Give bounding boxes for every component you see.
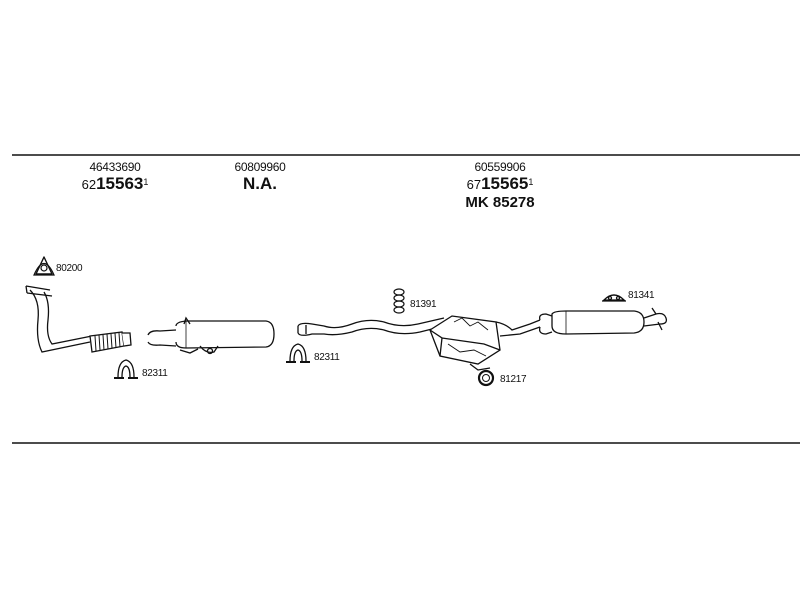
part-number: 62155631 [60, 174, 170, 194]
label-82311-middle: 82311 [314, 352, 340, 363]
label-81341: 81341 [628, 290, 655, 301]
clamp-82311-middle-icon [286, 343, 310, 363]
part-value: N.A. [243, 174, 277, 193]
part-prefix: 67 [466, 177, 482, 192]
mk-number: MK 85278 [465, 194, 535, 211]
part-sup: 1 [143, 177, 149, 187]
part-sup: 1 [528, 177, 534, 187]
part-prefix: 62 [81, 177, 97, 192]
oe-number: 60809960 [234, 160, 286, 174]
ring-81217-icon [477, 369, 495, 387]
label-81217: 81217 [500, 374, 527, 385]
gasket-80200-icon [33, 256, 55, 276]
hanger-81341-icon [602, 294, 626, 302]
front-muffler-icon [147, 316, 275, 355]
intermediate-pipe-icon [297, 317, 445, 336]
part-main: 15565 [481, 174, 529, 193]
column-2: 60809960 N.A. [205, 160, 315, 193]
label-80200: 80200 [56, 263, 83, 274]
label-81391: 81391 [410, 299, 437, 310]
center-silencer-icon [429, 315, 541, 371]
rear-muffler-icon [538, 307, 668, 335]
front-pipe-icon [25, 285, 132, 353]
column-1: 46433690 62155631 [60, 160, 170, 194]
oe-number: 60559906 [474, 160, 526, 174]
part-main: 15563 [96, 174, 144, 193]
oe-number: 46433690 [89, 160, 141, 174]
column-3: 60559906 67155651 MK 85278 [445, 160, 555, 211]
part-number: 67155651 [445, 174, 555, 194]
spring-81391-icon [393, 288, 405, 314]
clamp-82311-left-icon [114, 359, 138, 379]
label-82311-left: 82311 [142, 368, 168, 379]
